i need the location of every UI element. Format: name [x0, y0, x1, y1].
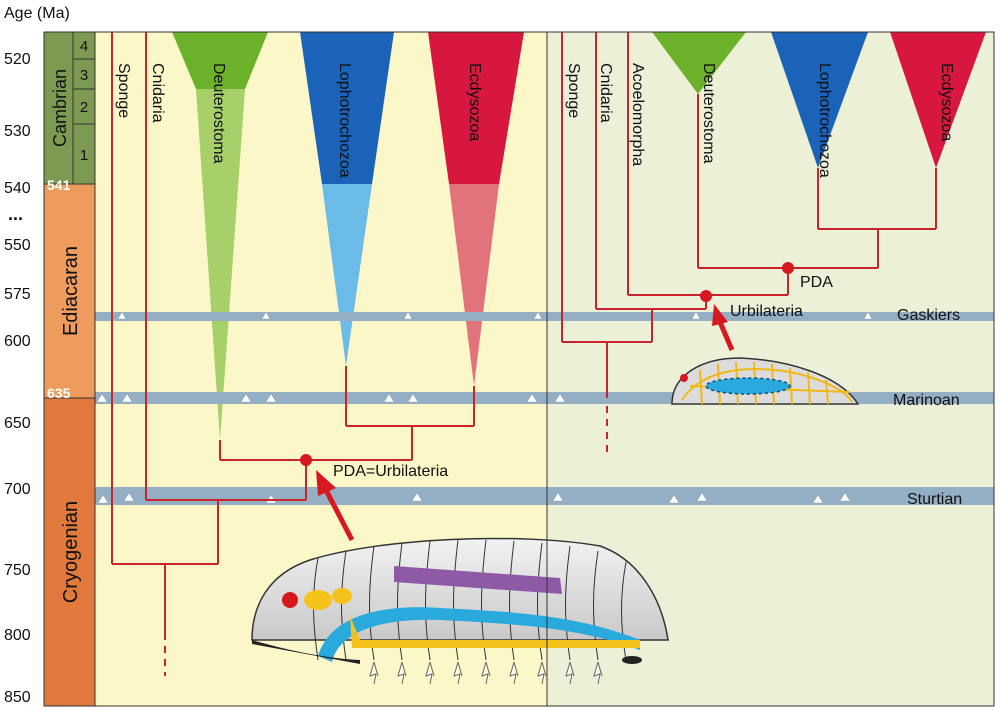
- marinoan-band: [95, 392, 994, 404]
- urbilateria-node-right: [700, 290, 712, 302]
- taxon-ecdysozoa-left: Ecdysozoa: [466, 63, 483, 141]
- stage-2-label: 2: [80, 99, 88, 116]
- tick-540: 540: [4, 180, 31, 197]
- taxon-cnidaria-left: Cnidaria: [149, 63, 166, 123]
- deuterostoma-triangle-lower: [196, 89, 245, 440]
- taxon-ecdysozoa-right: Ecdysozoa: [938, 63, 955, 141]
- pda-node-right: [782, 262, 794, 274]
- lophotrochozoa-triangle-right: [771, 32, 868, 168]
- gaskiers-band: [95, 312, 994, 321]
- taxon-deuterostoma-right: Deuterostoma: [700, 63, 717, 164]
- urbilaterian-illustration-large: [251, 537, 669, 685]
- tick-530: 530: [4, 123, 31, 140]
- pda-label-right: PDA: [800, 274, 833, 291]
- arrow-to-right-node: [712, 304, 735, 351]
- axis-title: Age (Ma): [4, 5, 70, 22]
- lophotrochozoa-triangle-upper: [300, 32, 394, 184]
- tick-800: 800: [4, 627, 31, 644]
- deuterostoma-triangle-right: [652, 32, 746, 94]
- left-tree-branches: [111, 32, 475, 676]
- taxon-cnidaria-right: Cnidaria: [597, 63, 614, 123]
- sturtian-label: Sturtian: [907, 491, 962, 508]
- ecdysozoa-triangle-lower: [449, 184, 499, 386]
- cambrian-label: Cambrian: [50, 69, 70, 147]
- tick-700: 700: [4, 481, 31, 498]
- ediacaran-box: [44, 184, 95, 398]
- arrow-to-left-node: [316, 470, 355, 542]
- tick-650: 650: [4, 415, 31, 432]
- tick-520: 520: [4, 51, 31, 68]
- taxon-sponge-right: Sponge: [565, 63, 582, 118]
- pda-urbilateria-node: [300, 454, 312, 466]
- tick-600: 600: [4, 333, 31, 350]
- sturtian-band: [95, 487, 994, 505]
- taxon-deuterostoma-left: Deuterostoma: [210, 63, 227, 164]
- tick-575: 575: [4, 286, 31, 303]
- ecdysozoa-triangle-right: [890, 32, 986, 168]
- stage-4-label: 4: [80, 38, 88, 55]
- pda-urbilateria-label: PDA=Urbilateria: [333, 463, 448, 480]
- urbilateria-label-right: Urbilateria: [730, 303, 803, 320]
- ecdysozoa-triangle-upper: [428, 32, 524, 184]
- taxon-sponge-left: Sponge: [115, 63, 132, 118]
- gaskiers-label: Gaskiers: [897, 307, 960, 324]
- cryogenian-label: Cryogenian: [60, 501, 82, 603]
- axis-break-mark: ...: [8, 204, 23, 224]
- boundary-541-label: 541: [47, 177, 71, 193]
- cryogenian-box: [44, 398, 95, 706]
- cambrian-box: [44, 32, 95, 184]
- urbilaterian-illustration-small: [671, 357, 860, 405]
- lophotrochozoa-triangle-lower: [322, 184, 372, 366]
- taxon-lophotrochozoa-right: Lophotrochozoa: [816, 63, 833, 178]
- taxon-acoelomorpha-right: Acoelomorpha: [629, 63, 646, 166]
- tick-750: 750: [4, 562, 31, 579]
- tick-550: 550: [4, 237, 31, 254]
- ediacaran-label: Ediacaran: [60, 246, 82, 336]
- taxon-lophotrochozoa-left: Lophotrochozoa: [336, 63, 353, 178]
- tick-850: 850: [4, 689, 31, 706]
- deuterostoma-triangle-upper: [172, 32, 268, 89]
- boundary-635-label: 635: [47, 385, 71, 401]
- marinoan-label: Marinoan: [893, 392, 960, 409]
- diagram-frame: [43, 31, 995, 707]
- stage-3-label: 3: [80, 67, 88, 84]
- stage-1-label: 1: [80, 147, 88, 164]
